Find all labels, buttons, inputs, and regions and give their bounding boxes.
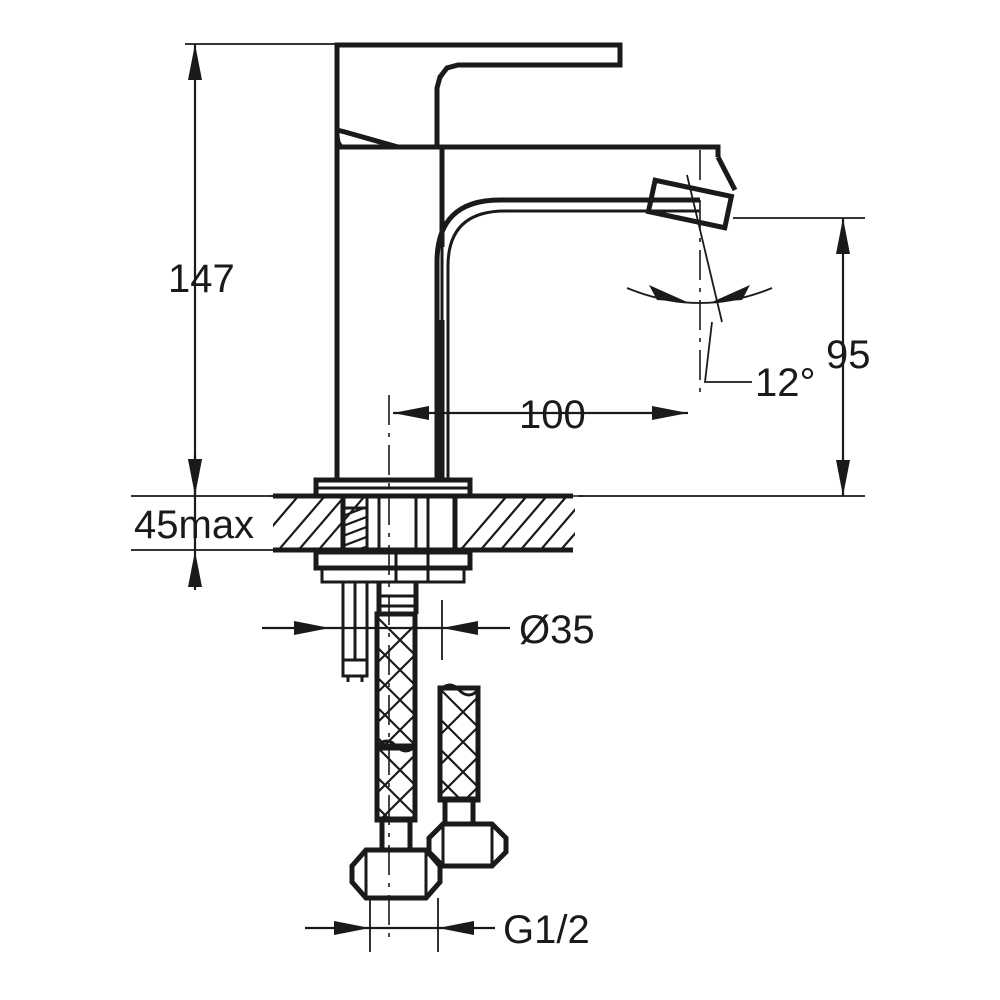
dimension-g12-label: G1/2 (503, 908, 590, 952)
hex-nut-long-hose (349, 847, 443, 901)
aerator (645, 177, 735, 231)
dimension-95: 95 (578, 217, 871, 497)
hose-short-mesh (440, 688, 478, 800)
thread-hatch (345, 508, 367, 554)
flexible-hose-short (437, 683, 481, 827)
dimension-100: 100 (393, 393, 688, 437)
mounting-nut (313, 549, 473, 584)
dimension-147-label: 147 (168, 257, 235, 301)
faucet-body (334, 147, 445, 483)
mounting-shank (343, 496, 430, 554)
dimension-diameter35: Ø35 (262, 600, 595, 660)
dimension-12deg-label: 12° (755, 361, 816, 405)
dimension-45max: 45max (131, 455, 310, 590)
inlet-tubes (341, 582, 419, 682)
dimension-45max-label: 45max (134, 503, 254, 547)
hose-long-mesh-upper (377, 615, 415, 746)
center-lines (269, 150, 701, 940)
dimension-95-label: 95 (826, 333, 871, 377)
deck-hatch-right (459, 496, 575, 550)
dimension-diameter35-label: Ø35 (519, 608, 595, 652)
dimension-12deg: 12° (626, 174, 816, 405)
dimension-g12: G1/2 (305, 898, 590, 952)
deck-hatch-left (273, 496, 367, 550)
dimension-100-label: 100 (519, 393, 586, 437)
lever-handle (334, 42, 623, 150)
hex-nut-short-hose (426, 821, 509, 869)
flexible-hose-long (374, 611, 418, 853)
spout (337, 144, 738, 480)
hose-long-mesh-lower (377, 748, 415, 820)
dimension-147: 147 (168, 43, 338, 495)
